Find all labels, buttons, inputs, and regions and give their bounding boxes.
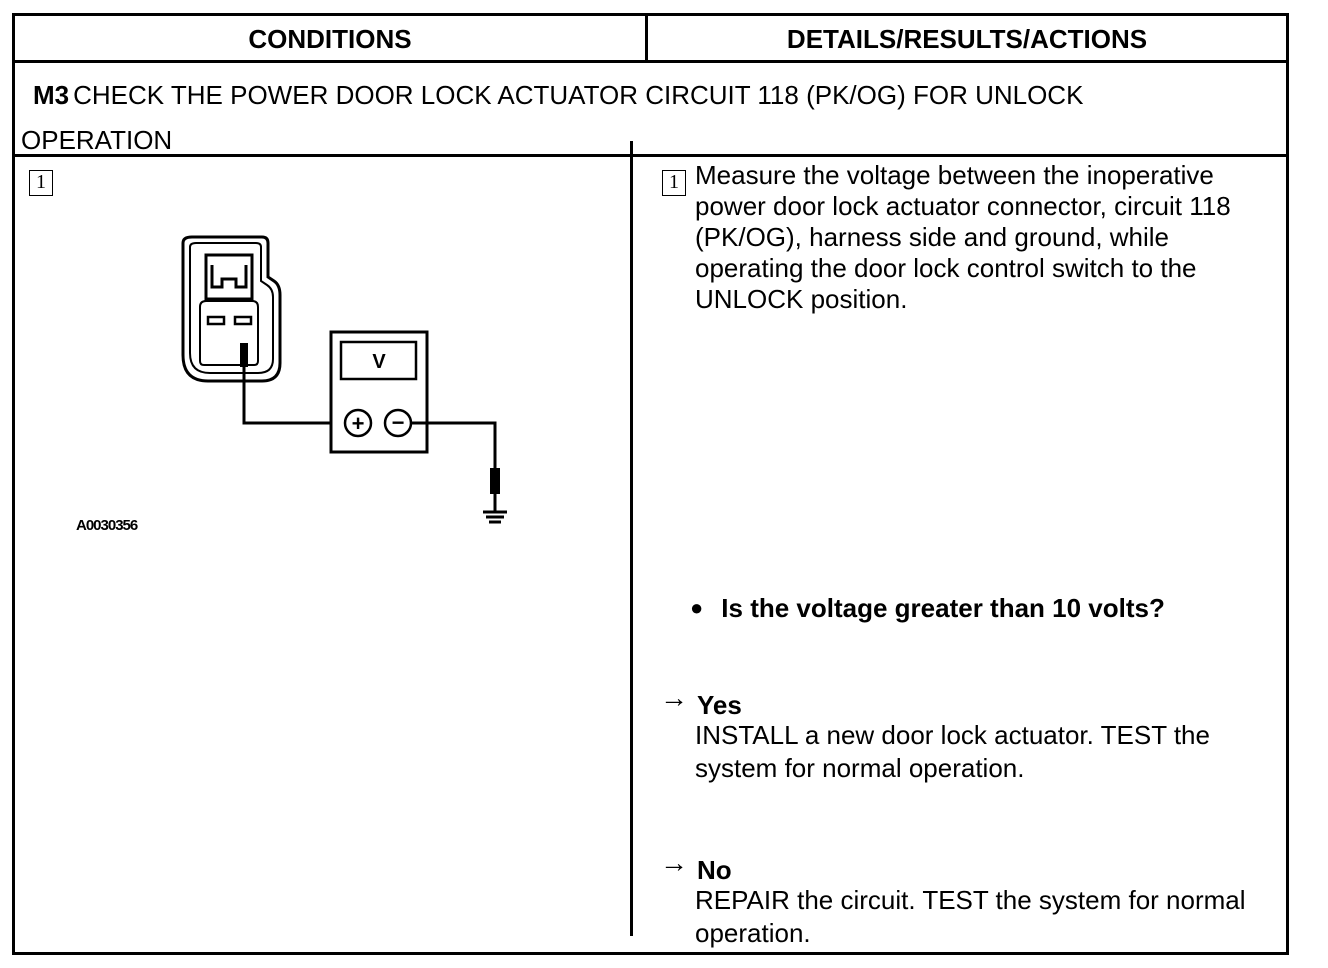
step-code: M3: [33, 80, 70, 110]
figure-id: A0030356: [76, 517, 138, 534]
step-title-text: CHECK THE POWER DOOR LOCK ACTUATOR CIRCU…: [21, 80, 1084, 155]
ground-probe-icon: [490, 468, 500, 494]
table-header: CONDITIONS DETAILS/RESULTS/ACTIONS: [15, 16, 1286, 63]
bullet-icon: ●: [690, 595, 704, 620]
column-divider-body: [630, 141, 633, 936]
no-arrow-icon: →: [660, 847, 688, 878]
svg-text:+: +: [352, 411, 365, 436]
instruction-text: Measure the voltage between the inoperat…: [695, 160, 1231, 314]
conditions-step-number: 1: [29, 170, 53, 196]
negative-test-lead: [411, 421, 497, 470]
voltmeter-icon: V + −: [329, 330, 429, 454]
ground-symbol-icon: [483, 494, 507, 524]
door-lock-connector-icon: [181, 235, 282, 383]
details-header: DETAILS/RESULTS/ACTIONS: [786, 24, 1148, 54]
yes-label: Yes: [697, 690, 742, 720]
yes-arrow-icon: →: [660, 682, 688, 713]
no-action-text: REPAIR the circuit. TEST the system for …: [695, 885, 1246, 948]
voltmeter-test-diagram: V + −: [181, 235, 507, 524]
conditions-header: CONDITIONS: [248, 24, 412, 54]
yes-action-text: INSTALL a new door lock actuator. TEST t…: [695, 720, 1210, 783]
positive-test-lead: [242, 367, 350, 425]
no-label: No: [697, 855, 732, 885]
svg-text:−: −: [392, 410, 405, 435]
column-divider: [645, 16, 648, 60]
details-step-number: 1: [662, 170, 686, 196]
question-text: Is the voltage greater than 10 volts?: [721, 593, 1165, 623]
decision-question: ● Is the voltage greater than 10 volts?: [690, 593, 1165, 624]
svg-text:V: V: [372, 351, 386, 373]
test-probe-icon: [240, 343, 248, 367]
